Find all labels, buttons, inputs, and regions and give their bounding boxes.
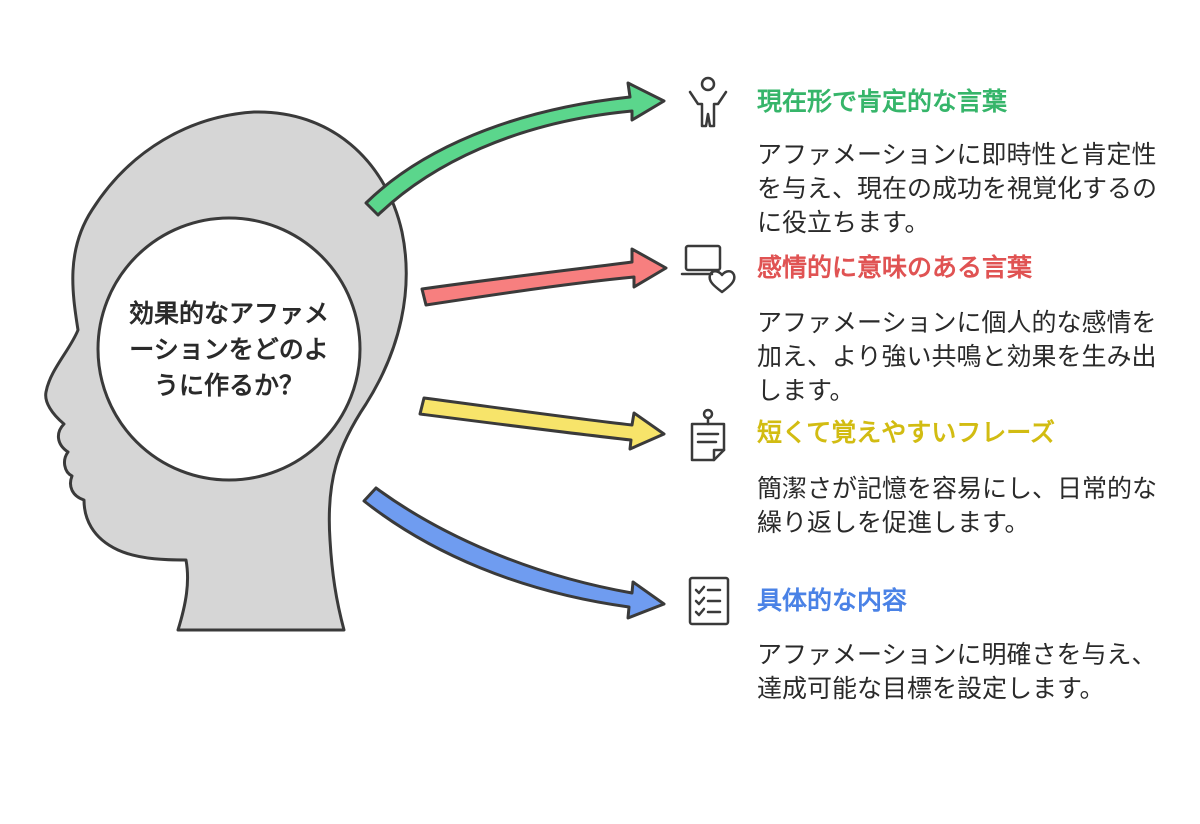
arrow-yellow [418,396,666,451]
thought-circle [96,216,362,482]
heading-emotional-words: 感情的に意味のある言葉 [757,253,1033,282]
arrow-red [420,247,668,307]
laptop-heart-icon [680,244,736,294]
central-question: 効果的なアファメーションをどのように作るか？ [128,299,329,400]
description-emotional-words: アファメーションに個人的な感情を加え、より強い共鳴と効果を生み出します。 [757,308,1157,405]
person-raising-arms-icon [688,76,728,128]
description-present-tense: アファメーションに即時性と肯定性を与え、現在の成功を視覚化するのに役立ちます。 [757,140,1158,237]
checklist-icon [688,576,730,626]
heading-present-tense: 現在形で肯定的な言葉 [757,87,1008,116]
arrow-green [364,81,666,217]
arrow-blue [362,486,666,620]
heading-specific-content: 具体的な内容 [757,586,908,615]
description-specific-content: アファメーションに明確さを与え、達成可能な目標を設定します。 [757,640,1157,703]
heading-short-phrases: 短くて覚えやすいフレーズ [757,418,1056,447]
note-with-pin-icon [690,408,726,462]
description-short-phrases: 簡潔さが記憶を容易にし、日常的な繰り返しを促進します。 [757,474,1158,537]
